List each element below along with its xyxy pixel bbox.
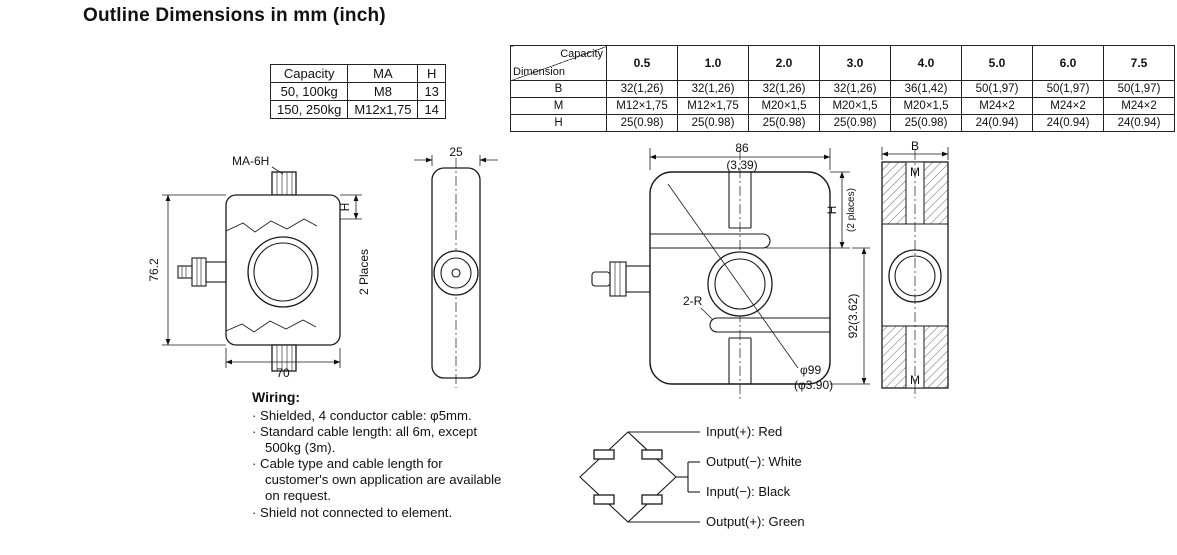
large-height-dim: 92(3.62) — [846, 294, 860, 339]
variant-table-row: 150, 250kg M12x1,75 14 — [269, 100, 446, 119]
dim-cell: 24(0.94) — [1103, 114, 1175, 132]
side-view-drawing: 25 — [414, 145, 498, 388]
dim-cell: 32(1,26) — [606, 80, 678, 98]
dimension-row-m: M M12×1,75 M12×1,75 M20×1,5 M20×1,5 M20×… — [510, 97, 1175, 115]
dim-cell: M24×2 — [1103, 97, 1175, 115]
dimension-table-header-row: Capacity Dimension 0.5 1.0 2.0 3.0 4.0 5… — [510, 45, 1175, 81]
wiring-note: · Shielded, 4 conductor cable: φ5mm. — [252, 408, 472, 423]
bridge-label-output-pos: Output(+): Green — [706, 514, 805, 529]
dim-cell: 50(1,97) — [961, 80, 1033, 98]
dim-cell: M20×1,5 — [748, 97, 820, 115]
dim-cell: 25(0.98) — [819, 114, 891, 132]
variant-table-header-row: Capacity MA H — [269, 64, 446, 83]
dim-cell: M12×1,75 — [606, 97, 678, 115]
variant-h: 13 — [417, 82, 446, 101]
dim-cell: 25(0.98) — [890, 114, 962, 132]
dim-cell: M24×2 — [1032, 97, 1104, 115]
variant-header-ma: MA — [347, 64, 419, 83]
dim-cell: 32(1,26) — [819, 80, 891, 98]
bridge-label-input-pos: Input(+): Red — [706, 424, 782, 439]
dim-cell: M24×2 — [961, 97, 1033, 115]
capacity-header: 7.5 — [1103, 45, 1175, 81]
capacity-header: 6.0 — [1032, 45, 1104, 81]
section-m-dim-bottom: M — [910, 373, 920, 387]
variant-header-capacity: Capacity — [269, 64, 349, 83]
dimension-row-label: M — [510, 97, 607, 115]
section-m-dim-top: M — [910, 165, 920, 179]
wiring-note: · Cable type and cable length for custom… — [252, 456, 502, 504]
dim-cell: 24(0.94) — [961, 114, 1033, 132]
bridge-label-input-neg: Input(−): Black — [706, 484, 791, 499]
wiring-note: · Standard cable length: all 6m, except … — [252, 424, 478, 456]
large-h-note: (2 places) — [846, 188, 857, 232]
front-height-dim: 76.2 — [147, 258, 161, 282]
radius-callout: 2-R — [683, 294, 703, 308]
bridge-label-output-neg: Output(−): White — [706, 454, 802, 469]
capacity-header: 3.0 — [819, 45, 891, 81]
dim-cell: 24(0.94) — [1032, 114, 1104, 132]
large-width-dim-inch: (3,39) — [726, 158, 757, 172]
dim-cell: 32(1,26) — [748, 80, 820, 98]
dim-cell: 50(1,97) — [1103, 80, 1175, 98]
capacity-header: 1.0 — [677, 45, 749, 81]
side-width-dim: 25 — [449, 145, 463, 159]
large-h-dim: H — [825, 206, 839, 215]
variant-table-row: 50, 100kg M8 13 — [269, 82, 446, 101]
variant-table: Capacity MA H 50, 100kg M8 13 150, 250kg… — [269, 64, 446, 119]
variant-capacity: 50, 100kg — [269, 82, 349, 101]
diameter-callout: φ99 — [800, 363, 821, 377]
capacity-header: 2.0 — [748, 45, 820, 81]
capacity-header: 0.5 — [606, 45, 678, 81]
dim-cell: 25(0.98) — [677, 114, 749, 132]
resistor-icon — [641, 449, 663, 460]
front-view-drawing: 76.2 70 MA-6H H 2 Places — [147, 154, 371, 380]
dimension-row-b: B 32(1,26) 32(1,26) 32(1,26) 32(1,26) 36… — [510, 80, 1175, 98]
capacity-header: 4.0 — [890, 45, 962, 81]
resistor-icon — [641, 494, 663, 505]
corner-label-dimension: Dimension — [513, 66, 565, 78]
variant-h: 14 — [417, 100, 446, 119]
dim-cell: M12×1,75 — [677, 97, 749, 115]
bridge-diagram: Input(+): Red Output(−): White Input(−):… — [579, 424, 805, 529]
variant-capacity: 150, 250kg — [269, 100, 349, 119]
front-width-dim: 70 — [276, 366, 290, 380]
page-title: Outline Dimensions in mm (inch) — [83, 5, 386, 26]
large-cable-connector — [625, 265, 651, 293]
dim-cell: 25(0.98) — [606, 114, 678, 132]
top-stud — [271, 171, 297, 196]
dim-cell: M20×1,5 — [890, 97, 962, 115]
dimension-row-h: H 25(0.98) 25(0.98) 25(0.98) 25(0.98) 25… — [510, 114, 1175, 132]
dimension-row-label: B — [510, 80, 607, 98]
diameter-callout-inch: (φ3.90) — [794, 378, 833, 392]
variant-ma: M8 — [347, 82, 419, 101]
wiring-title: Wiring: — [252, 389, 301, 405]
capacity-header: 5.0 — [961, 45, 1033, 81]
cable-connector — [205, 261, 227, 283]
dim-cell: 32(1,26) — [677, 80, 749, 98]
dimension-row-label: H — [510, 114, 607, 132]
large-width-dim: 86 — [735, 141, 749, 155]
resistor-icon — [593, 449, 615, 460]
table-corner-cell: Capacity Dimension — [510, 45, 607, 81]
dim-cell: 25(0.98) — [748, 114, 820, 132]
dim-cell: 50(1,97) — [1032, 80, 1104, 98]
variant-ma: M12x1,75 — [347, 100, 419, 119]
corner-label-capacity: Capacity — [560, 48, 603, 60]
variant-header-h: H — [417, 64, 446, 83]
front-places-note: 2 Places — [357, 249, 371, 295]
wiring-note: · Shield not connected to element. — [252, 504, 453, 520]
dim-cell: 36(1,42) — [890, 80, 962, 98]
thread-callout-label: MA-6H — [232, 154, 269, 168]
section-b-dim: B — [911, 139, 919, 153]
front-h-dim: H — [338, 203, 352, 212]
large-view-drawing: 86 (3,39) H (2 places) 92(3.62) 2-R φ99 … — [591, 141, 870, 400]
bridge-diamond — [579, 431, 677, 523]
section-view-drawing: B M M — [881, 139, 949, 398]
wiring-section: Wiring: · Shielded, 4 conductor cable: φ… — [252, 389, 505, 521]
center-bore — [247, 236, 319, 308]
dimension-table: Capacity Dimension 0.5 1.0 2.0 3.0 4.0 5… — [510, 45, 1175, 132]
dim-cell: M20×1,5 — [819, 97, 891, 115]
resistor-icon — [593, 494, 615, 505]
